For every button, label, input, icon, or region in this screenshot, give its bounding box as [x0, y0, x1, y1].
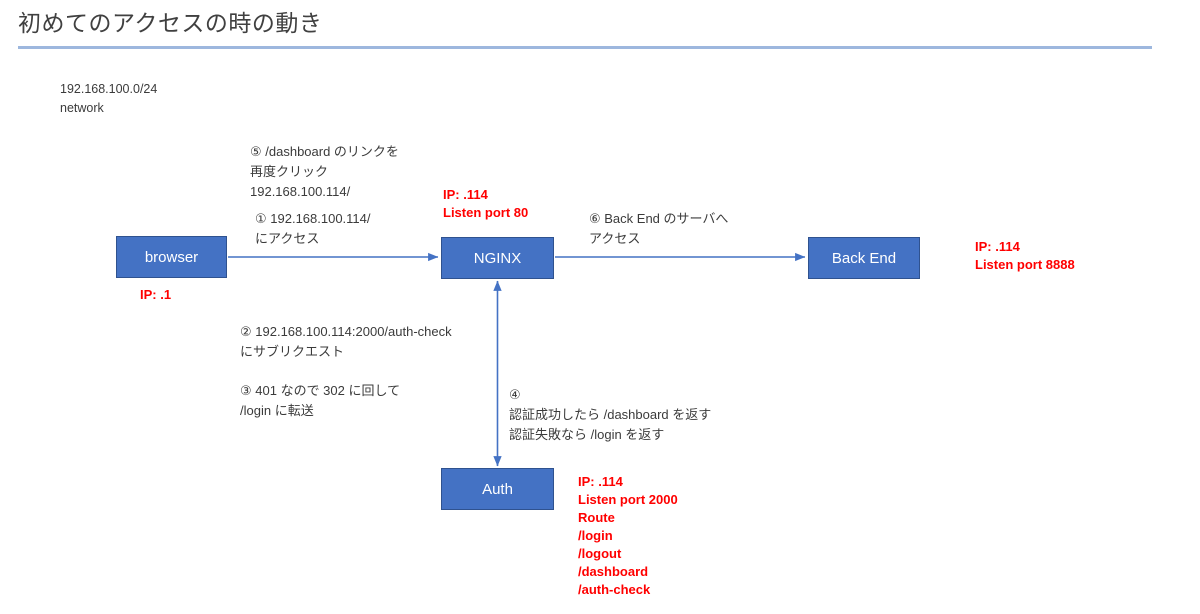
node-auth-label: Auth — [482, 480, 513, 498]
node-browser[interactable]: browser — [116, 236, 227, 278]
step-3-label: ③ 401 なので 302 に回して /login に転送 — [240, 383, 401, 418]
annotation-auth-routes: IP: .114 Listen port 2000 Route /login /… — [578, 474, 678, 597]
node-backend-label: Back End — [831, 249, 897, 267]
annotation-browser-ip: IP: .1 — [140, 287, 172, 302]
step-6-label: ⑥ Back End のサーバへ アクセス — [589, 211, 729, 246]
node-nginx[interactable]: NGINX — [441, 237, 554, 279]
node-auth[interactable]: Auth — [441, 468, 554, 510]
network-label: 192.168.100.0/24 network — [60, 82, 158, 115]
step-5-label: ⑤ /dashboard のリンクを 再度クリック 192.168.100.11… — [250, 144, 399, 199]
annotation-backend-ip: IP: .114 Listen port 8888 — [975, 239, 1075, 272]
annotation-nginx-ip: IP: .114 Listen port 80 — [443, 187, 529, 220]
step-1-label: ① 192.168.100.114/ にアクセス — [255, 211, 371, 246]
title-divider — [18, 46, 1152, 49]
node-browser-label: browser — [144, 248, 199, 266]
node-backend[interactable]: Back End — [808, 237, 920, 279]
step-4-label: ④ 認証成功したら /dashboard を返す 認証失敗なら /login を… — [509, 387, 712, 442]
node-nginx-label: NGINX — [473, 249, 522, 267]
step-2-label: ② 192.168.100.114:2000/auth-check にサブリクエ… — [240, 324, 452, 359]
page-title: 初めてのアクセスの時の動き — [18, 10, 323, 36]
